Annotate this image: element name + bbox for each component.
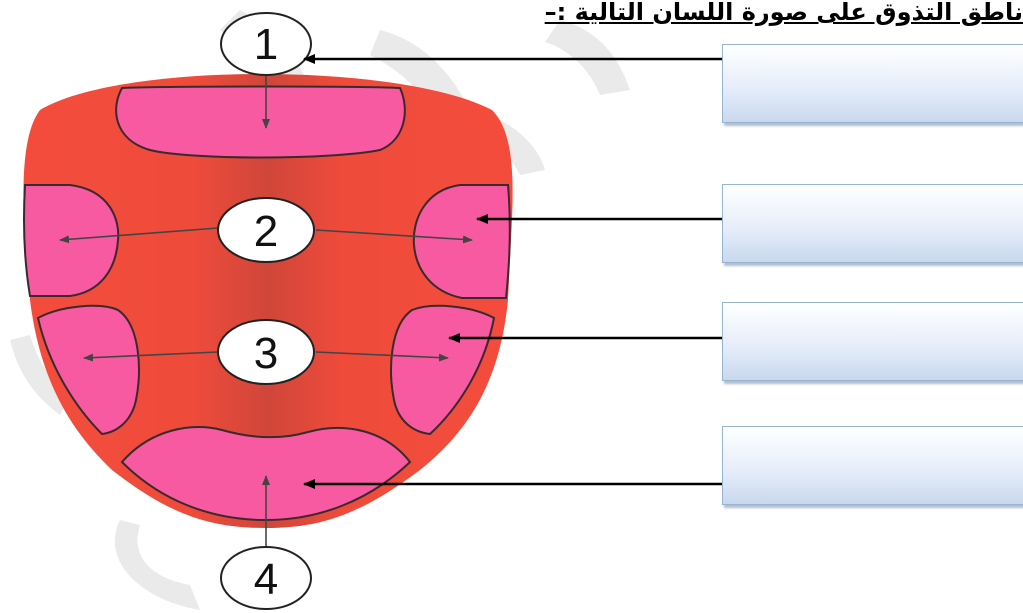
number-text-2: 2 — [254, 207, 278, 256]
number-label-3: 3 — [217, 319, 315, 385]
pointer-arrow-2-right — [315, 229, 473, 244]
number-text-1: 1 — [254, 20, 278, 69]
number-label-2: 2 — [217, 197, 315, 263]
pointer-arrow-3-right — [315, 351, 449, 362]
taste-region-2-left — [23, 184, 120, 297]
pointer-arrow-3-left — [83, 351, 219, 362]
tongue-shape — [23, 74, 513, 528]
number-label-1: 1 — [220, 12, 312, 76]
answer-box-1[interactable] — [722, 44, 1023, 123]
number-text-3: 3 — [254, 329, 278, 378]
answer-box-2[interactable] — [722, 184, 1023, 263]
taste-region-4 — [120, 426, 412, 522]
taste-region-1 — [115, 85, 406, 159]
number-text-4: 4 — [254, 555, 278, 604]
pointer-arrow-2-left — [59, 227, 219, 244]
taste-region-2-right — [412, 184, 511, 299]
answer-box-4[interactable] — [722, 426, 1023, 505]
taste-region-3-left — [36, 304, 140, 436]
number-label-4: 4 — [220, 546, 312, 610]
answer-box-3[interactable] — [722, 302, 1023, 381]
page-heading: ناطق التذوق على صورة اللسان التالية :– — [544, 0, 1023, 26]
